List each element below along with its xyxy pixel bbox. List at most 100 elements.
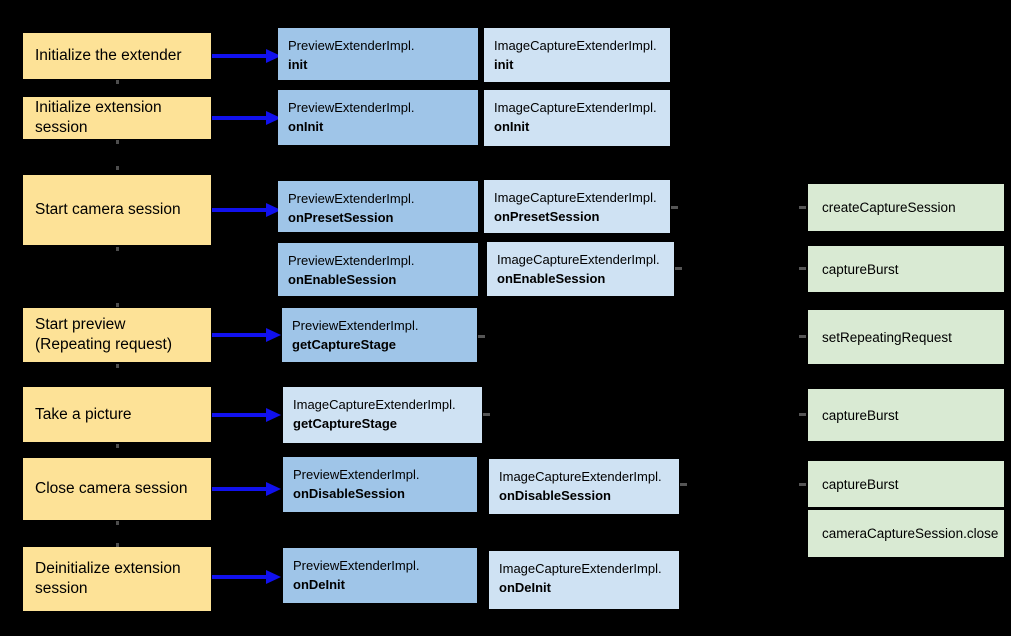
preview-extender-oninit-box: PreviewExtenderImpl. onInit [278, 90, 478, 145]
step-box-start-camera-session: Start camera session [23, 175, 211, 245]
step-label: Initialize the extender [35, 47, 182, 64]
step-label: Start camera session [35, 201, 181, 218]
dashed-connector-tick [116, 303, 119, 307]
class-name: ImageCaptureExtenderImpl. [497, 252, 660, 267]
arrow-head-icon [266, 203, 281, 217]
dashed-connector-stub [799, 267, 806, 270]
dashed-connector-tick [116, 140, 119, 144]
method-name: onEnableSession [288, 271, 397, 287]
class-name: PreviewExtenderImpl. [288, 38, 415, 53]
camera2-setrepeatingrequest-box: setRepeatingRequest [808, 310, 1004, 364]
dashed-connector-tick [116, 80, 119, 84]
arrow-head-icon [266, 482, 281, 496]
step-box-take-a-picture: Take a picture [23, 387, 211, 442]
arrow-shaft [212, 208, 268, 212]
class-name: PreviewExtenderImpl. [293, 558, 420, 573]
arrow-shaft [212, 487, 268, 491]
arrow-shaft [212, 413, 268, 417]
dashed-connector-stub [675, 267, 682, 270]
class-name: PreviewExtenderImpl. [292, 318, 419, 333]
method-name: init [494, 56, 514, 72]
class-name: PreviewExtenderImpl. [293, 467, 420, 482]
method-name: onInit [288, 118, 324, 134]
image-capture-extender-ondeinit-box: ImageCaptureExtenderImpl. onDeInit [489, 551, 679, 609]
camera2-call-label: captureBurst [822, 407, 899, 423]
dashed-connector-tick [116, 364, 119, 368]
dashed-connector-stub [799, 413, 806, 416]
camera2-call-label: captureBurst [822, 261, 899, 277]
dashed-connector-stub [799, 206, 806, 209]
camera2-call-label: cameraCaptureSession.close [822, 526, 999, 541]
method-name: onDeInit [499, 579, 551, 595]
preview-extender-onpresetsession-box: PreviewExtenderImpl. onPresetSession [278, 181, 478, 232]
arrow-shaft [212, 54, 268, 58]
image-capture-extender-oninit-box: ImageCaptureExtenderImpl. onInit [484, 90, 670, 146]
arrow-head-icon [266, 408, 281, 422]
dashed-connector-tick [116, 247, 119, 251]
arrow-shaft [212, 575, 268, 579]
method-name: onInit [494, 118, 530, 134]
camera2-createcapturesession-box: createCaptureSession [808, 184, 1004, 231]
image-capture-extender-onenablesession-box: ImageCaptureExtenderImpl. onEnableSessio… [487, 242, 674, 296]
method-name: onPresetSession [288, 209, 394, 225]
dashed-connector-tick [116, 444, 119, 448]
method-name: onPresetSession [494, 208, 600, 224]
camera2-call-label: captureBurst [822, 476, 899, 492]
class-name: ImageCaptureExtenderImpl. [494, 190, 657, 205]
step-label: Start preview (Repeating request) [35, 316, 172, 353]
arrow-head-icon [266, 111, 281, 125]
step-label: Deinitialize extension session [35, 560, 181, 597]
preview-extender-getcapturestage-box: PreviewExtenderImpl. getCaptureStage [282, 308, 477, 362]
class-name: ImageCaptureExtenderImpl. [494, 38, 657, 53]
dashed-connector-stub [478, 335, 485, 338]
preview-extender-init-box: PreviewExtenderImpl. init [278, 28, 478, 80]
class-name: PreviewExtenderImpl. [288, 100, 415, 115]
dashed-connector-stub [680, 483, 687, 486]
camera2-captureburst-box: captureBurst [808, 389, 1004, 441]
method-name: onEnableSession [497, 270, 606, 286]
camera2-call-label: createCaptureSession [822, 200, 956, 215]
step-box-start-preview: Start preview (Repeating request) [23, 308, 211, 362]
dashed-connector-tick [116, 166, 119, 170]
step-label: Initialize extension session [35, 99, 162, 136]
image-capture-extender-getcapturestage-box: ImageCaptureExtenderImpl. getCaptureStag… [283, 387, 482, 443]
class-name: ImageCaptureExtenderImpl. [499, 469, 662, 484]
arrow-head-icon [266, 49, 281, 63]
step-label: Take a picture [35, 405, 132, 423]
class-name: PreviewExtenderImpl. [288, 253, 415, 268]
method-name: getCaptureStage [293, 415, 398, 431]
image-capture-extender-onpresetsession-box: ImageCaptureExtenderImpl. onPresetSessio… [484, 180, 670, 233]
arrow-shaft [212, 333, 268, 337]
step-label: Close camera session [35, 480, 188, 497]
method-name: getCaptureStage [292, 336, 397, 352]
preview-extender-ondeinit-box: PreviewExtenderImpl. onDeInit [283, 548, 477, 603]
class-name: PreviewExtenderImpl. [288, 191, 415, 206]
method-name: onDisableSession [499, 487, 611, 503]
arrow-shaft [212, 116, 268, 120]
dashed-connector-stub [799, 335, 806, 338]
step-box-deinitialize-extension-session: Deinitialize extension session [23, 547, 211, 611]
method-name: onDeInit [293, 576, 345, 592]
step-box-initialize-extender: Initialize the extender [23, 33, 211, 79]
class-name: ImageCaptureExtenderImpl. [494, 100, 657, 115]
step-box-initialize-extension-session: Initialize extension session [23, 97, 211, 139]
dashed-connector-tick [116, 521, 119, 525]
preview-extender-ondisablesession-box: PreviewExtenderImpl. onDisableSession [283, 457, 477, 512]
image-capture-extender-ondisablesession-box: ImageCaptureExtenderImpl. onDisableSessi… [489, 459, 679, 514]
step-box-close-camera-session: Close camera session [23, 458, 211, 520]
dashed-connector-stub [799, 483, 806, 486]
method-name: onDisableSession [293, 485, 405, 501]
camera2-cameracapturesession-close-box: cameraCaptureSession.close [808, 510, 1004, 557]
camera2-captureburst-box: captureBurst [808, 246, 1004, 292]
arrow-head-icon [266, 570, 281, 584]
dashed-connector-stub [483, 413, 490, 416]
image-capture-extender-init-box: ImageCaptureExtenderImpl. init [484, 28, 670, 82]
dashed-connector-stub [671, 206, 678, 209]
camera2-call-label: setRepeatingRequest [822, 329, 952, 345]
method-name: init [288, 56, 308, 72]
dashed-connector-tick [116, 543, 119, 547]
class-name: ImageCaptureExtenderImpl. [499, 561, 662, 576]
camera2-captureburst-box: captureBurst [808, 461, 1004, 507]
preview-extender-onenablesession-box: PreviewExtenderImpl. onEnableSession [278, 243, 478, 296]
